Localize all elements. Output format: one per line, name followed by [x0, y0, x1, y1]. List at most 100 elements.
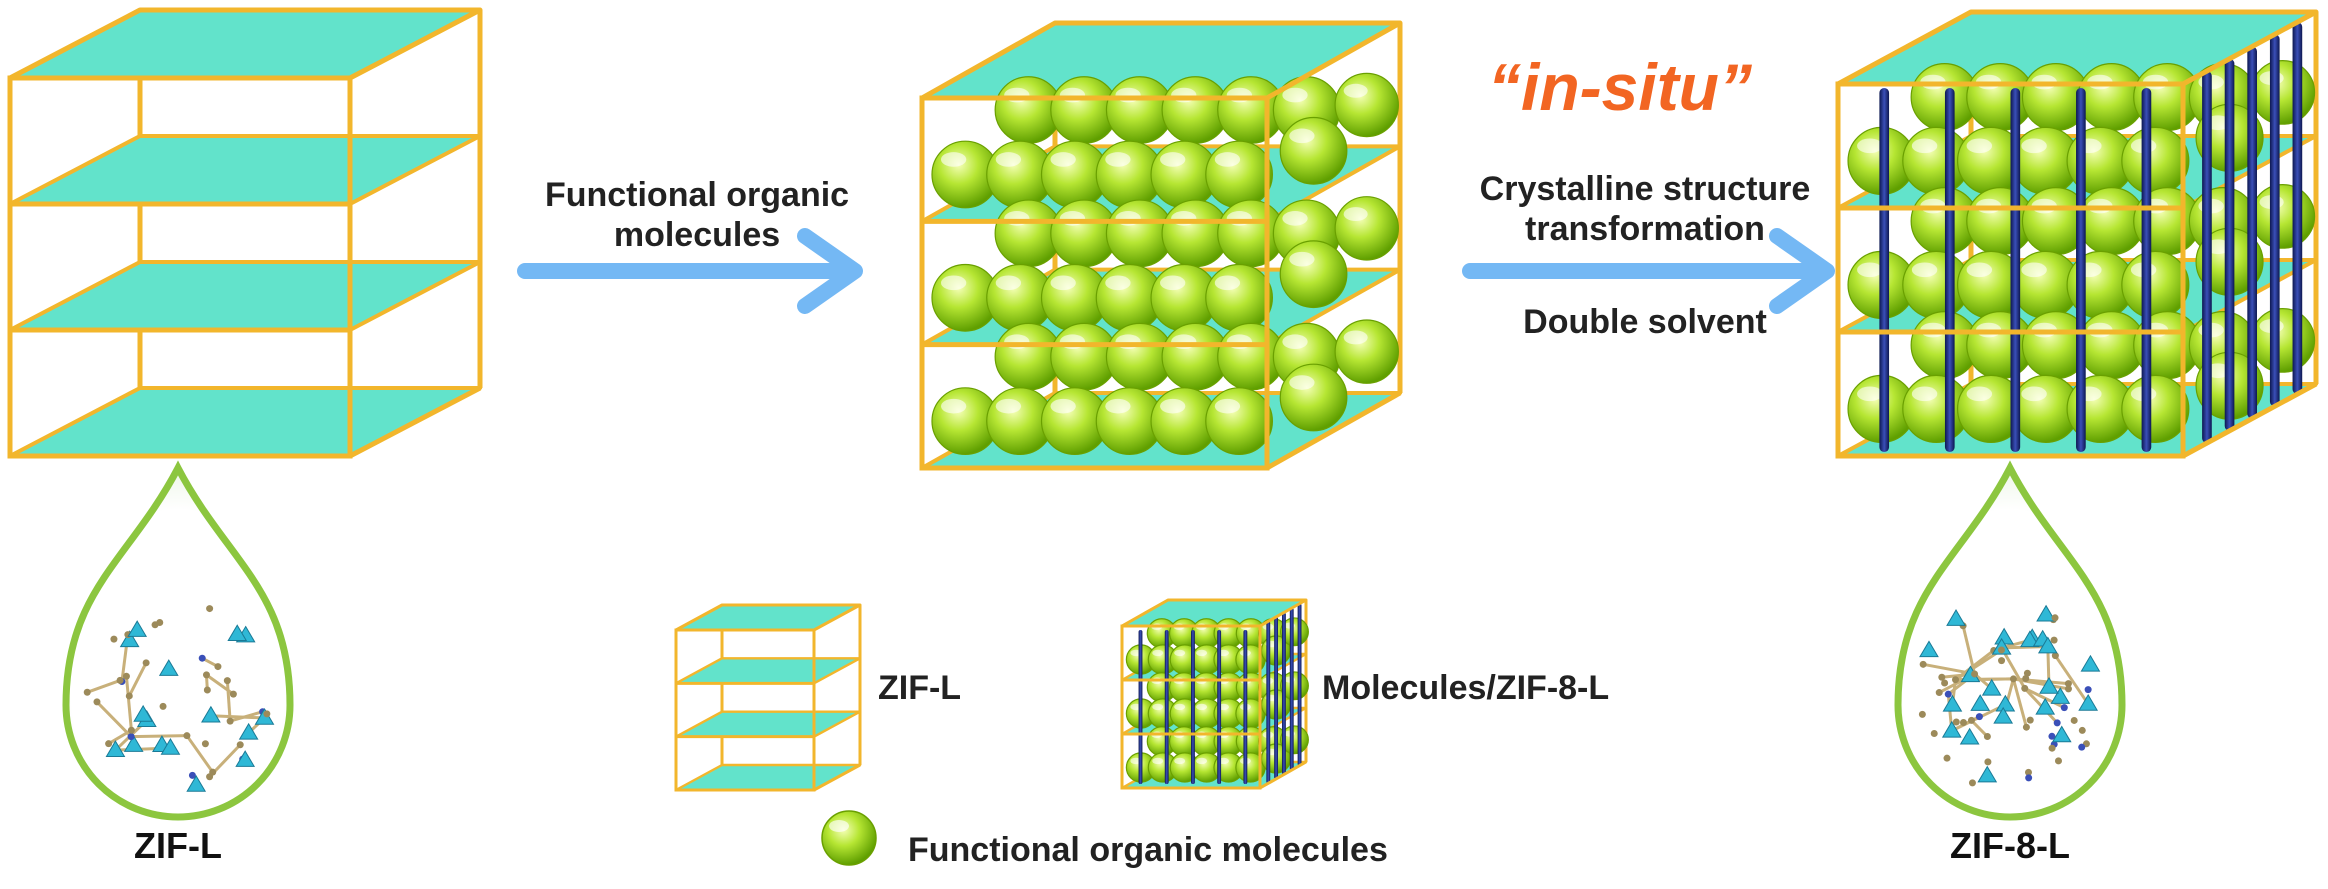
- atom: [1930, 729, 1938, 737]
- zinc-tetrahedron: [238, 722, 259, 740]
- zinc-tetrahedron: [105, 740, 126, 757]
- frame-edge: [348, 385, 482, 459]
- legend-functional-molecules-label: Functional organic molecules: [908, 831, 1388, 869]
- atom: [1967, 716, 1975, 724]
- bond: [1954, 648, 2003, 681]
- atom: [142, 659, 150, 667]
- frame-front: [1120, 624, 1262, 790]
- step2-label-line2: transformation: [1525, 210, 1765, 248]
- atom: [263, 710, 271, 718]
- linker-rod: [1944, 88, 1955, 452]
- frame-front: [1835, 81, 2186, 459]
- atom: [2009, 675, 2017, 683]
- frame-edge: [1836, 9, 2319, 87]
- molecule-sphere: [1147, 644, 1179, 675]
- linker-rod: [1281, 612, 1286, 775]
- atom: [2051, 652, 2059, 660]
- molecule-sphere: [1334, 196, 1399, 261]
- zif-l-structure-droplet: ZIF-L: [62, 460, 294, 866]
- molecule-sphere: [1040, 263, 1109, 332]
- molecule-sphere: [931, 140, 1000, 209]
- atom: [188, 771, 196, 779]
- atom: [2048, 744, 2056, 752]
- bond: [2054, 654, 2090, 705]
- linker-rod: [1266, 621, 1271, 784]
- legend-zif-l-cube: [674, 603, 862, 792]
- bond: [1970, 719, 1989, 738]
- zinc-tetrahedron: [2036, 604, 2056, 622]
- step2-label-line3: Double solvent: [1523, 303, 1767, 341]
- atom: [1919, 660, 1927, 668]
- atom: [125, 692, 133, 700]
- molecule-sphere: [2250, 59, 2316, 125]
- atom: [83, 688, 91, 696]
- molecule-sphere: [1050, 322, 1118, 391]
- atom: [2024, 768, 2032, 776]
- arrow-1: [517, 228, 863, 314]
- zinc-tetrahedron: [2078, 693, 2099, 711]
- legend-zif-l-label: ZIF-L: [878, 669, 961, 707]
- zif-l-droplet-label: ZIF-L: [134, 825, 222, 866]
- zif-l-crystal-network: [83, 605, 275, 792]
- molecule-sphere: [1334, 72, 1399, 138]
- bond: [86, 678, 121, 694]
- molecule-sphere: [2121, 250, 2190, 319]
- legend-molecules-zif-8-l-label: Molecules/ZIF-8-L: [1322, 669, 1609, 707]
- atom: [206, 605, 214, 613]
- molecule-sphere: [1279, 363, 1348, 432]
- atom: [1984, 758, 1992, 766]
- atom: [1998, 657, 2006, 665]
- linker-rod: [1289, 608, 1294, 771]
- bond: [124, 676, 133, 731]
- zinc-tetrahedron: [127, 620, 148, 637]
- zinc-tetrahedron: [2051, 725, 2072, 743]
- molecule-sphere: [994, 199, 1063, 268]
- atom: [1983, 733, 1991, 741]
- atom: [1971, 670, 1979, 678]
- atom: [122, 672, 130, 680]
- atom: [2064, 680, 2072, 688]
- molecule-sphere: [2121, 374, 2190, 443]
- linker-rod: [1164, 630, 1169, 784]
- zinc-tetrahedron: [123, 735, 144, 752]
- frame-edge: [1259, 760, 1307, 790]
- bond: [2011, 678, 2028, 728]
- zinc-tetrahedron: [158, 659, 179, 676]
- atom: [2078, 743, 2086, 751]
- zinc-tetrahedron: [2039, 676, 2059, 694]
- zif-8-l-droplet-label: ZIF-8-L: [1950, 825, 2070, 866]
- atom: [2078, 726, 2086, 734]
- linker-rod: [1243, 630, 1248, 784]
- bond: [131, 734, 187, 739]
- zinc-tetrahedron: [1941, 720, 1962, 738]
- zif-8-l-structure-droplet: ZIF-8-L: [1894, 460, 2126, 866]
- linker-rod: [2202, 71, 2212, 444]
- step1-label-line1: Functional organic: [545, 176, 849, 214]
- molecule-sphere: [1334, 319, 1399, 384]
- zinc-tetrahedron: [201, 705, 221, 723]
- zinc-tetrahedron: [1942, 694, 1963, 712]
- atom: [201, 740, 209, 748]
- molecule-sphere: [1956, 126, 2026, 195]
- molecule-sphere: [1205, 263, 1273, 332]
- bond: [185, 734, 214, 774]
- step2-label-line1: Crystalline structure: [1480, 170, 1811, 208]
- atom: [1941, 679, 1949, 687]
- molecule-sphere: [2250, 307, 2316, 373]
- zinc-tetrahedron: [2035, 697, 2056, 715]
- layer-slab: [8, 8, 482, 80]
- linker-rod: [1191, 630, 1195, 784]
- frame-edge: [675, 603, 862, 632]
- frame-edge: [1121, 598, 1308, 628]
- atom: [1968, 779, 1976, 787]
- atom: [2084, 686, 2092, 694]
- atom: [2053, 719, 2061, 727]
- atom: [1975, 713, 1983, 721]
- frame-edge: [920, 20, 1403, 101]
- frame-front: [7, 75, 353, 459]
- atom: [151, 621, 159, 629]
- atom: [214, 663, 222, 671]
- atom: [127, 733, 135, 741]
- atom: [2060, 704, 2068, 712]
